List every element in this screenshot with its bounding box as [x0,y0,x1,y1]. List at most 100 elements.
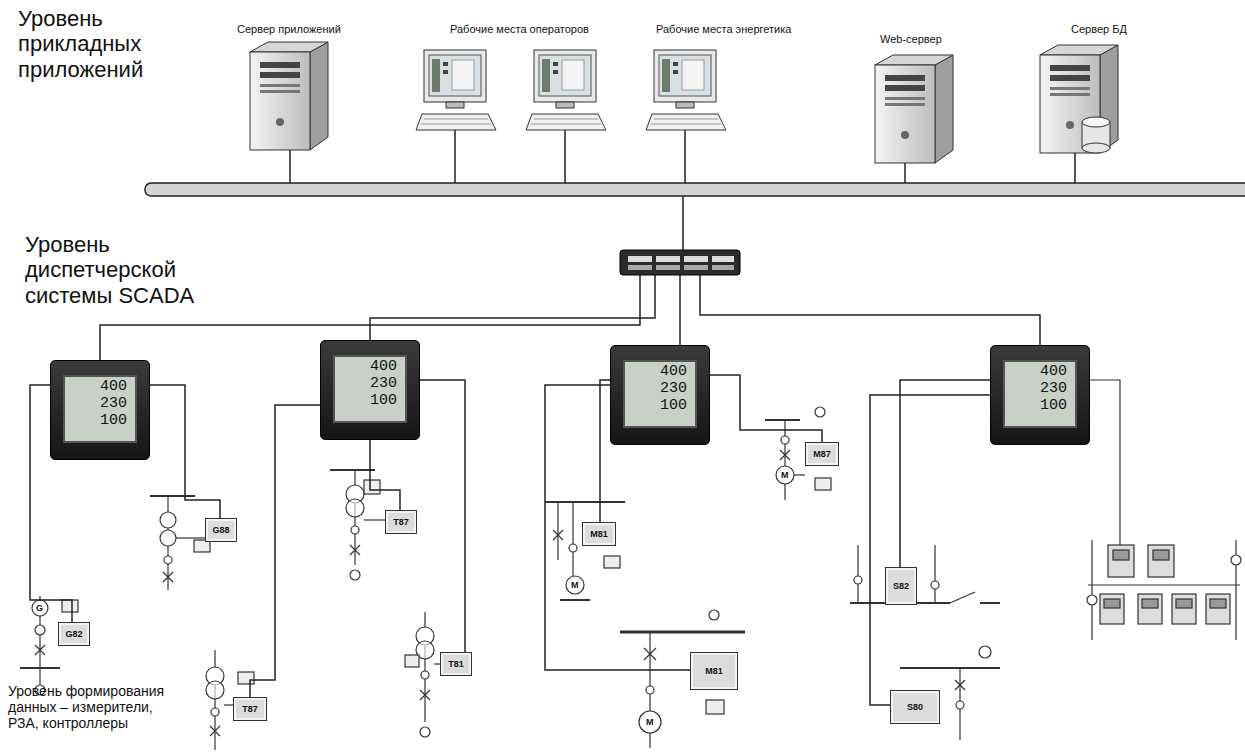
meter-reading: 400 [633,364,687,381]
single-line-schematics-part [214,650,215,750]
meter-reading: 100 [633,398,687,415]
protection-relay: M81 [690,652,738,690]
single-line-schematics-part [934,545,935,603]
network-bus-part [700,275,1040,345]
meter-reading: 100 [1013,398,1067,415]
level-title-box: Уровень диспетчерской системы SCADA [25,232,200,308]
single-line-schematics-part [364,480,380,494]
connector-wire [870,395,990,705]
single-line-schematics-part [421,671,429,679]
single-line-schematics-part [1088,584,1240,585]
single-line-schematics-part [931,581,939,589]
single-line-schematics-part [35,625,45,635]
protection-relay: G82 [58,622,90,646]
single-line-schematics-part [572,502,573,576]
relay-type: M81 [695,666,733,676]
relay-type: G82 [63,629,85,639]
generator-letter: G [36,604,43,613]
single-line-schematics-part [815,478,831,490]
single-line-schematics-part [1153,550,1169,560]
single-line-schematics-part [32,600,48,616]
server-icons-part [875,55,953,163]
relay-type: T87 [390,517,412,527]
protection-relay: S80 [890,690,940,724]
meter-reading: 230 [343,376,397,393]
single-line-schematics-part [160,512,176,528]
single-line-schematics-part [224,704,233,705]
network-switch-part [628,256,652,262]
connector-wire [250,405,320,697]
single-line-schematics-part [39,668,40,685]
single-line-schematics-part [709,610,719,620]
network-bus-part [1074,153,1076,183]
single-line-schematics-part [980,602,1000,604]
relay-type: T87 [238,704,262,714]
connector-wire [710,375,822,442]
network-switch-part [712,265,734,270]
network-bus-part [145,183,1245,196]
single-line-schematics-part [206,681,224,699]
single-line-schematics-part [238,672,254,684]
single-line-schematics-part [950,592,975,603]
meter-screen: 400230100 [1003,360,1077,428]
single-line-schematics-part [1090,380,1120,545]
single-line-schematics-part [557,502,558,560]
single-line-schematics-part [1108,545,1134,577]
network-switch [620,250,740,275]
device-caption: Сервер приложений [235,22,345,36]
single-line-schematics-part [644,648,656,660]
meter-reading: 400 [343,359,397,376]
single-line-schematics-part [163,572,173,582]
network-bus-part [684,130,686,183]
database-cylinder-part [1082,143,1110,153]
single-line-schematics-part [1087,595,1097,605]
network-bus-part [564,130,566,183]
meter-reading: 230 [633,381,687,398]
protection-relay: M87 [805,442,839,466]
single-line-schematics-part [346,499,364,517]
caption-text: Web-сервер [880,33,944,45]
meter-reading: 400 [1013,364,1067,381]
network-bus-part [370,275,655,340]
network-switch-part [628,265,652,270]
meter-reading: 400 [73,379,127,396]
single-line-schematics-part [560,599,590,601]
level-title: Уровень диспетчерской системы SCADA [25,232,200,308]
protection-relay: T81 [440,652,472,676]
server-icons [250,42,1118,163]
motor-letter: M [781,471,789,480]
single-line-schematics-part [784,420,785,500]
single-line-schematics-part [781,436,789,444]
level-title: Уровень прикладных приложений [18,6,168,82]
single-line-schematics-part [646,686,654,694]
relay-type: S80 [895,702,935,712]
network-switch-part [620,250,740,275]
caption-text: Сервер БД [1071,23,1129,35]
relay-type: S82 [890,581,912,591]
single-line-schematics-part [350,545,360,555]
single-line-schematics-part [211,708,219,716]
single-line-schematics-part [160,530,176,546]
connector-wire [600,380,610,522]
meter-screen: 400230100 [63,375,137,443]
motor-letter: M [646,718,654,727]
single-line-schematics-part [164,556,172,564]
generator-letter-box: G [36,604,43,613]
single-line-schematics-part [794,474,805,475]
single-line-schematics-part [330,469,375,471]
single-line-schematics-part [1148,545,1174,577]
server-icons-part [1040,45,1118,153]
relay-type: G88 [210,525,232,535]
single-line-schematics-part [1142,599,1158,608]
database-cylinder-part [1082,117,1110,127]
caption-text: Сервер приложений [237,23,343,35]
single-line-schematics-part [1104,599,1120,608]
power-meter: 400230100 [320,340,420,440]
server-icons-part [526,50,606,130]
protection-relay: G88 [205,518,237,542]
single-line-schematics-part [815,407,825,417]
single-line-schematics-part [210,726,220,736]
meter-screen: 400230100 [333,355,407,423]
single-line-schematics-part [776,466,794,484]
